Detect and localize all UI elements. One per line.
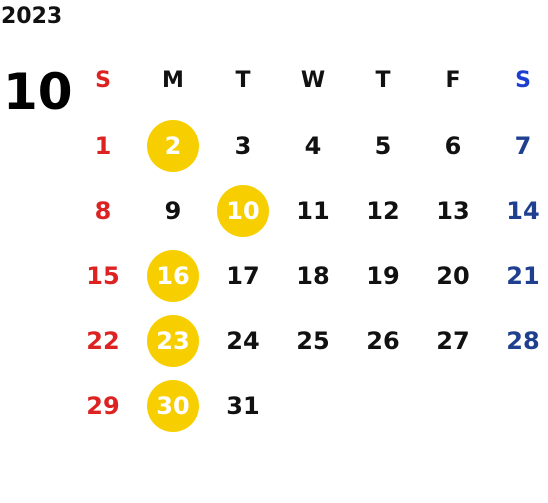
weekday-header: T <box>375 68 391 93</box>
calendar-day-number: 15 <box>86 261 120 290</box>
calendar-day: 3 <box>208 113 278 178</box>
calendar-day: 18 <box>278 243 348 308</box>
highlight-circle <box>217 184 269 237</box>
calendar-month: 10 <box>3 63 73 121</box>
highlight-circle <box>147 249 199 302</box>
calendar-day-number: 22 <box>86 326 120 355</box>
calendar-day-number: 29 <box>86 391 120 420</box>
calendar-day: 19 <box>348 243 418 308</box>
calendar-day-empty <box>348 373 418 438</box>
calendar-day: 15 <box>68 243 138 308</box>
calendar-day-number: 14 <box>506 196 540 225</box>
calendar-day: 31 <box>208 373 278 438</box>
calendar-day-number: 11 <box>296 196 330 225</box>
calendar-day-number: 24 <box>226 326 260 355</box>
calendar-day-number: 5 <box>374 131 392 160</box>
calendar-day-number: 6 <box>444 131 462 160</box>
calendar-day-number: 28 <box>506 326 540 355</box>
highlight-circle <box>147 119 199 172</box>
calendar-week-row: 1 2 3 4 5 6 7 <box>68 113 548 178</box>
calendar-day: 22 <box>68 308 138 373</box>
calendar-day: 20 <box>418 243 488 308</box>
calendar-day: 2 <box>138 113 208 178</box>
calendar-day-number: 21 <box>506 261 540 290</box>
calendar-week-row: 8 9 10 11 12 13 14 <box>68 178 548 243</box>
calendar-week-row: 22 23 24 25 26 27 28 <box>68 308 548 373</box>
calendar-day-number: 8 <box>94 196 112 225</box>
calendar-day-number: 18 <box>296 261 330 290</box>
calendar-day: 10 <box>208 178 278 243</box>
calendar-day-number: 9 <box>164 196 182 225</box>
calendar-day-number: 23 <box>156 326 190 355</box>
calendar-day-number: 1 <box>94 131 112 160</box>
calendar-day: 7 <box>488 113 548 178</box>
highlight-circle <box>147 314 199 367</box>
calendar-day-number: 26 <box>366 326 400 355</box>
calendar-day: 9 <box>138 178 208 243</box>
calendar-day: 23 <box>138 308 208 373</box>
calendar-day-number: 20 <box>436 261 470 290</box>
calendar-day: 13 <box>418 178 488 243</box>
calendar-day-number: 4 <box>304 131 322 160</box>
calendar-day: 26 <box>348 308 418 373</box>
weekday-header-row: S M T W T F S <box>68 48 548 113</box>
calendar-day-empty <box>278 373 348 438</box>
calendar-day-number: 16 <box>156 261 190 290</box>
weekday-header: F <box>445 68 461 93</box>
calendar-day-number: 7 <box>514 131 532 160</box>
calendar-day-number: 27 <box>436 326 470 355</box>
calendar-day: 14 <box>488 178 548 243</box>
calendar-day-empty <box>488 373 548 438</box>
calendar-day-empty <box>418 373 488 438</box>
calendar-week-row: 15 16 17 18 19 20 21 <box>68 243 548 308</box>
calendar-day: 24 <box>208 308 278 373</box>
highlight-circle <box>147 379 199 432</box>
calendar-year: 2023 <box>1 4 63 29</box>
calendar-day: 6 <box>418 113 488 178</box>
calendar-day: 16 <box>138 243 208 308</box>
weekday-header: W <box>300 68 326 93</box>
calendar-week-row: 29 30 31 <box>68 373 548 438</box>
calendar-day: 4 <box>278 113 348 178</box>
calendar-day: 17 <box>208 243 278 308</box>
calendar-day-number: 30 <box>156 391 190 420</box>
calendar-day: 21 <box>488 243 548 308</box>
calendar-day-number: 10 <box>226 196 260 225</box>
calendar-day: 8 <box>68 178 138 243</box>
weekday-header: S <box>515 68 531 93</box>
weekday-header: T <box>235 68 251 93</box>
calendar-day: 25 <box>278 308 348 373</box>
calendar-day-number: 25 <box>296 326 330 355</box>
calendar-day: 12 <box>348 178 418 243</box>
calendar-day-number: 12 <box>366 196 400 225</box>
calendar-day-number: 3 <box>234 131 252 160</box>
weekday-header: M <box>162 68 184 93</box>
calendar-day: 27 <box>418 308 488 373</box>
calendar-day: 28 <box>488 308 548 373</box>
calendar-day-number: 17 <box>226 261 260 290</box>
calendar-day: 5 <box>348 113 418 178</box>
calendar-day: 29 <box>68 373 138 438</box>
calendar-day-number: 13 <box>436 196 470 225</box>
calendar-day-number: 31 <box>226 391 260 420</box>
calendar-day-number: 2 <box>164 131 182 160</box>
calendar-day: 1 <box>68 113 138 178</box>
calendar-day-number: 19 <box>366 261 400 290</box>
calendar-day: 30 <box>138 373 208 438</box>
weekday-header: S <box>95 68 111 93</box>
calendar-day: 11 <box>278 178 348 243</box>
